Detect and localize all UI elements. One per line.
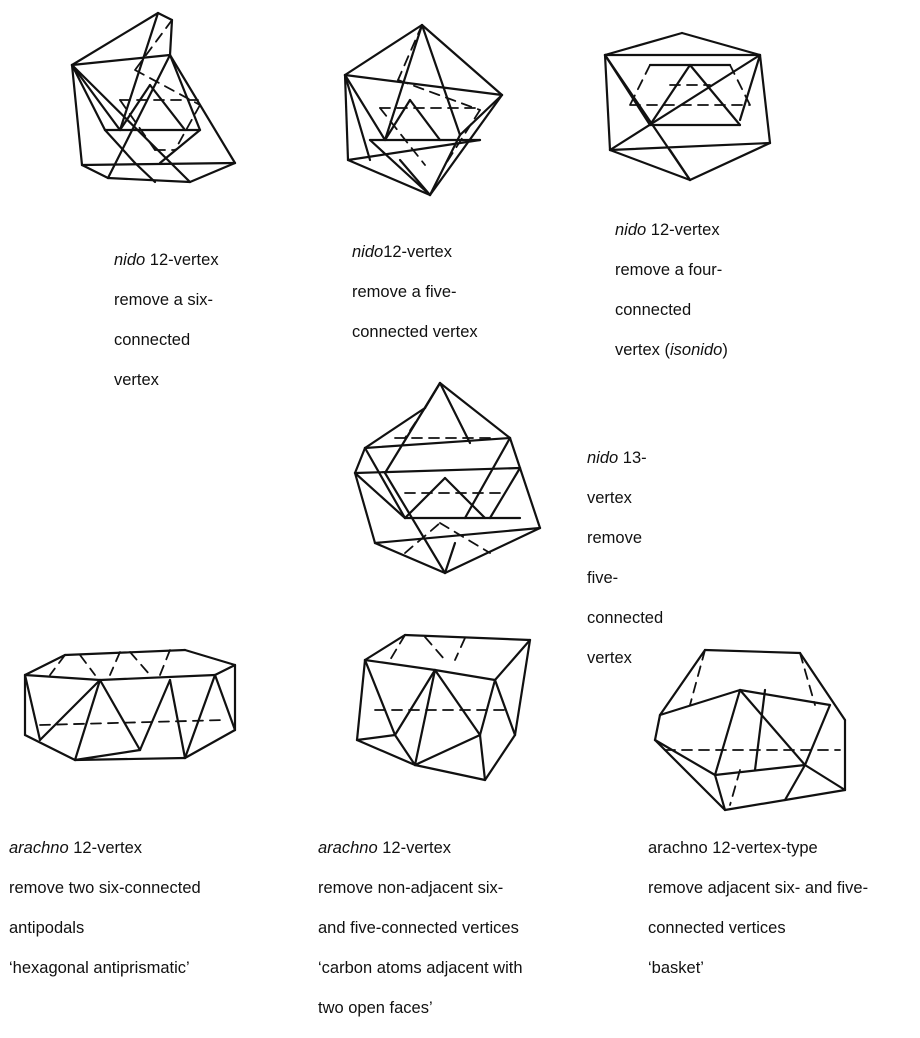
caption-nido13-five: nido 13- vertex remove five- connected v… [587, 428, 707, 688]
caption-line: connected vertices [648, 918, 918, 938]
caption-line: vertex [114, 370, 294, 390]
polyhedron-nido12-five [330, 20, 530, 200]
caption-line: nido12-vertex [352, 242, 542, 262]
polyhedron-nido12-four [590, 25, 785, 190]
caption-nido12-five: nido12-vertex remove a five- connected v… [352, 222, 542, 362]
caption-line: vertex [587, 648, 707, 668]
caption-line: nido 13- [587, 448, 707, 468]
caption-line: five- [587, 568, 707, 588]
caption-nido12-six: nido 12-vertex remove a six- connected v… [114, 230, 294, 410]
caption-line: connected vertex [352, 322, 542, 342]
polyhedron-arachno12-antipodal [10, 640, 255, 770]
caption-line: remove adjacent six- and five- [648, 878, 918, 898]
polyhedron-arachno12-nonadjacent [335, 625, 535, 790]
caption-line: nido 12-vertex [615, 220, 815, 240]
caption-line: arachno 12-vertex [318, 838, 588, 858]
caption-line: connected [587, 608, 707, 628]
caption-arachno12-nonadjacent: arachno 12-vertex remove non-adjacent si… [318, 818, 588, 1038]
caption-line: remove non-adjacent six- [318, 878, 588, 898]
caption-line: ‘hexagonal antiprismatic’ [9, 958, 279, 978]
caption-line: ‘basket’ [648, 958, 918, 978]
caption-line: connected [114, 330, 294, 350]
caption-line: and five-connected vertices [318, 918, 588, 938]
caption-line: remove a five- [352, 282, 542, 302]
polyhedra-figure: nido 12-vertex remove a six- connected v… [0, 0, 920, 958]
caption-line: vertex [587, 488, 707, 508]
caption-line: nido 12-vertex [114, 250, 294, 270]
caption-arachno12-basket: arachno 12-vertex-type remove adjacent s… [648, 818, 918, 998]
polyhedron-nido13-five [345, 378, 560, 578]
polyhedron-nido12-six [60, 10, 250, 185]
caption-line: connected [615, 300, 815, 320]
caption-line: ‘carbon atoms adjacent with [318, 958, 588, 978]
caption-line: arachno 12-vertex-type [648, 838, 918, 858]
caption-line: antipodals [9, 918, 279, 938]
caption-line: two open faces’ [318, 998, 588, 1018]
caption-line: remove a four- [615, 260, 815, 280]
caption-line: remove a six- [114, 290, 294, 310]
caption-line: arachno 12-vertex [9, 838, 279, 858]
caption-line: remove two six-connected [9, 878, 279, 898]
caption-arachno12-antipodal: arachno 12-vertex remove two six-connect… [9, 818, 279, 998]
caption-nido12-four: nido 12-vertex remove a four- connected … [615, 200, 815, 380]
caption-line: remove [587, 528, 707, 548]
caption-line: vertex (isonido) [615, 340, 815, 360]
